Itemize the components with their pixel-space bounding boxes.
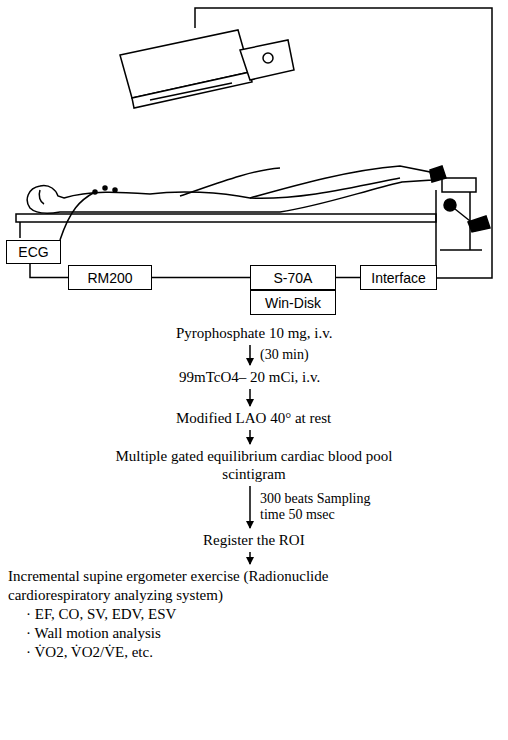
node-detail: · Wall motion analysis — [8, 624, 380, 643]
wire — [30, 264, 68, 278]
node-text: Win-Disk — [265, 295, 321, 311]
edge-label: (30 min) — [258, 347, 311, 363]
edge-label: 300 beats Sampling time 50 msec — [258, 491, 392, 523]
node-text: Modified LAO 40° at rest — [176, 409, 331, 427]
node-text: Multiple gated equilibrium cardiac blood… — [113, 447, 395, 483]
step-text: Multiple gated equilibrium cardiac blood… — [109, 446, 399, 484]
step-text: Pyrophosphate 10 mg, i.v. — [172, 323, 337, 343]
flow-arrow — [249, 552, 251, 564]
node-text: ECG — [18, 244, 48, 260]
step-text: 99mTcO4– 20 mCi, i.v. — [175, 367, 324, 387]
wire — [336, 277, 360, 279]
node-text: Pyrophosphate 10 mg, i.v. — [176, 324, 333, 342]
wire — [152, 277, 250, 279]
device-box: S-70A — [250, 265, 336, 290]
device-box: Win-Disk — [250, 290, 336, 315]
node-text: 99mTcO4– 20 mCi, i.v. — [179, 368, 320, 386]
node-text: RM200 — [87, 270, 132, 286]
step-text: Incremental supine ergometer exercise (R… — [4, 566, 384, 663]
node-text: Incremental supine ergometer exercise (R… — [8, 567, 380, 605]
step-text: Modified LAO 40° at rest — [172, 408, 335, 428]
step-text: Register the ROI — [199, 530, 309, 550]
device-box: ECG — [6, 240, 61, 264]
flow-arrow — [249, 486, 251, 528]
flow-arrow — [249, 430, 251, 444]
patient — [27, 166, 432, 213]
device-box: Interface — [360, 265, 437, 290]
flow-arrow — [249, 389, 251, 406]
flow-arrow — [249, 345, 251, 365]
node-text: S-70A — [274, 270, 313, 286]
node-detail: · EF, CO, SV, EDV, ESV — [8, 605, 380, 624]
camera-unit — [240, 40, 294, 80]
ecg-lead — [60, 192, 95, 240]
ergometer — [442, 178, 476, 192]
node-detail: · V̇O2, V̇O2/V̇E, etc. — [8, 643, 380, 662]
bed — [16, 214, 436, 222]
node-text: Interface — [371, 270, 425, 286]
node-text: Register the ROI — [203, 531, 305, 549]
device-box: RM200 — [68, 265, 152, 290]
